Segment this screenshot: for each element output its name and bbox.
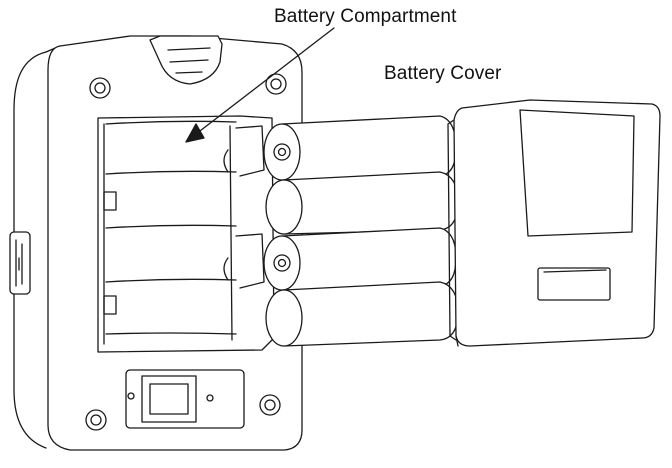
callout-arrow-icon bbox=[185, 27, 335, 143]
battery-cover-label: Battery Cover bbox=[384, 63, 502, 84]
battery-compartment-label: Battery Compartment bbox=[274, 6, 457, 27]
batteries bbox=[263, 115, 459, 347]
battery-compartment bbox=[97, 115, 275, 353]
usb-port-icon bbox=[9, 231, 31, 295]
battery-2 bbox=[265, 171, 459, 235]
battery-1 bbox=[263, 115, 457, 181]
battery-cover bbox=[447, 99, 661, 347]
battery-4 bbox=[265, 281, 459, 347]
battery-3 bbox=[263, 227, 457, 291]
